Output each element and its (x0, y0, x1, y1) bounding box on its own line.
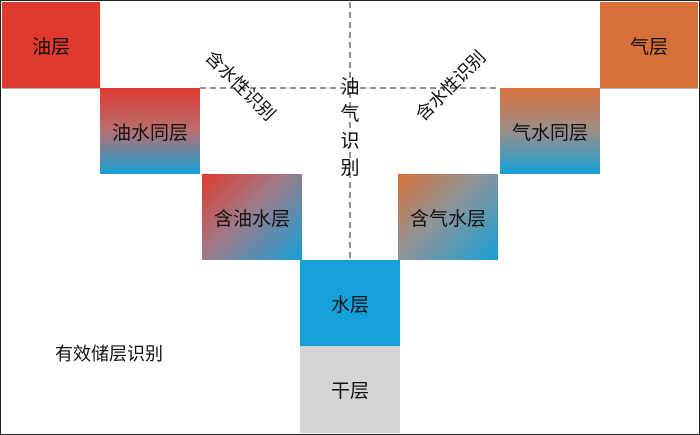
oil-layer-box: 油层 (2, 2, 100, 88)
gas-layer-label: 气层 (629, 35, 668, 58)
gas-water-layer-box: 气水同层 (500, 88, 600, 174)
oil-layer-label: 油层 (31, 35, 70, 58)
water-layer-box: 水层 (300, 260, 400, 346)
gassy-water-layer-box: 含气水层 (398, 174, 498, 260)
oil-water-layer-label: 油水同层 (111, 121, 188, 144)
dry-layer-box: 干层 (300, 346, 400, 433)
dry-layer-label: 干层 (330, 380, 369, 402)
oily-water-layer-label: 含油水层 (213, 207, 290, 230)
gas-layer-box: 气层 (600, 2, 698, 88)
oil-water-layer-box: 油水同层 (100, 88, 200, 174)
gassy-water-layer-label: 含气水层 (409, 207, 486, 230)
oil-gas-id-label: 油 气 识 别 (340, 76, 360, 179)
gas-water-layer-label: 气水同层 (511, 121, 588, 144)
oily-water-layer-box: 含油水层 (202, 174, 302, 260)
reservoir-id-label: 有效储层识别 (55, 344, 163, 365)
water-layer-label: 水层 (330, 293, 369, 316)
